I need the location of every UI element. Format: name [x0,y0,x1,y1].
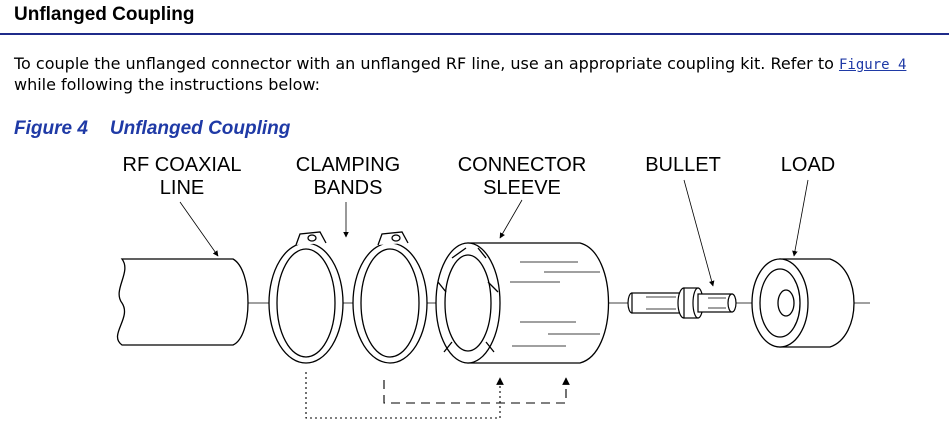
label-connector-sleeve-2: SLEEVE [483,177,561,199]
figure-title: Unflanged Coupling [109,118,291,139]
label-clamping-bands-2: BANDS [314,177,383,199]
label-rf-coaxial-line-2: LINE [160,177,204,199]
bullet [627,287,737,319]
clamping-band-2 [352,231,428,364]
section-title: Unflanged Coupling [14,4,195,25]
label-clamping-bands-1: CLAMPING [296,154,400,176]
load [751,258,855,348]
clamping-band-1 [268,231,344,364]
instruction-paragraph: To couple the unflanged connector with a… [14,54,934,95]
paragraph-text-end: while following the instructions below: [14,75,321,94]
assembly-paths [305,372,570,419]
figure-number: Figure 4 [14,118,88,139]
label-rf-coaxial-line-1: RF COAXIAL [123,154,242,176]
assembly-path-dashed [383,377,570,404]
leader-connector-sleeve [499,199,523,239]
label-connector-sleeve-1: CONNECTOR [458,154,587,176]
rf-coaxial-line-pipe [116,258,249,346]
figure-caption: Figure 4 Unflanged Coupling [14,118,290,140]
leader-rf-line [179,201,219,257]
title-divider [0,33,949,35]
connector-sleeve [435,242,610,364]
leader-lines [179,179,809,287]
paragraph-text-start: To couple the unflanged connector with a… [14,54,839,73]
leader-load [792,179,809,257]
assembly-path-dotted [305,372,504,419]
leader-bullet [683,179,715,287]
label-load: LOAD [781,154,835,176]
figure-4-link[interactable]: Figure 4 [838,57,907,73]
label-bullet: BULLET [645,154,721,176]
